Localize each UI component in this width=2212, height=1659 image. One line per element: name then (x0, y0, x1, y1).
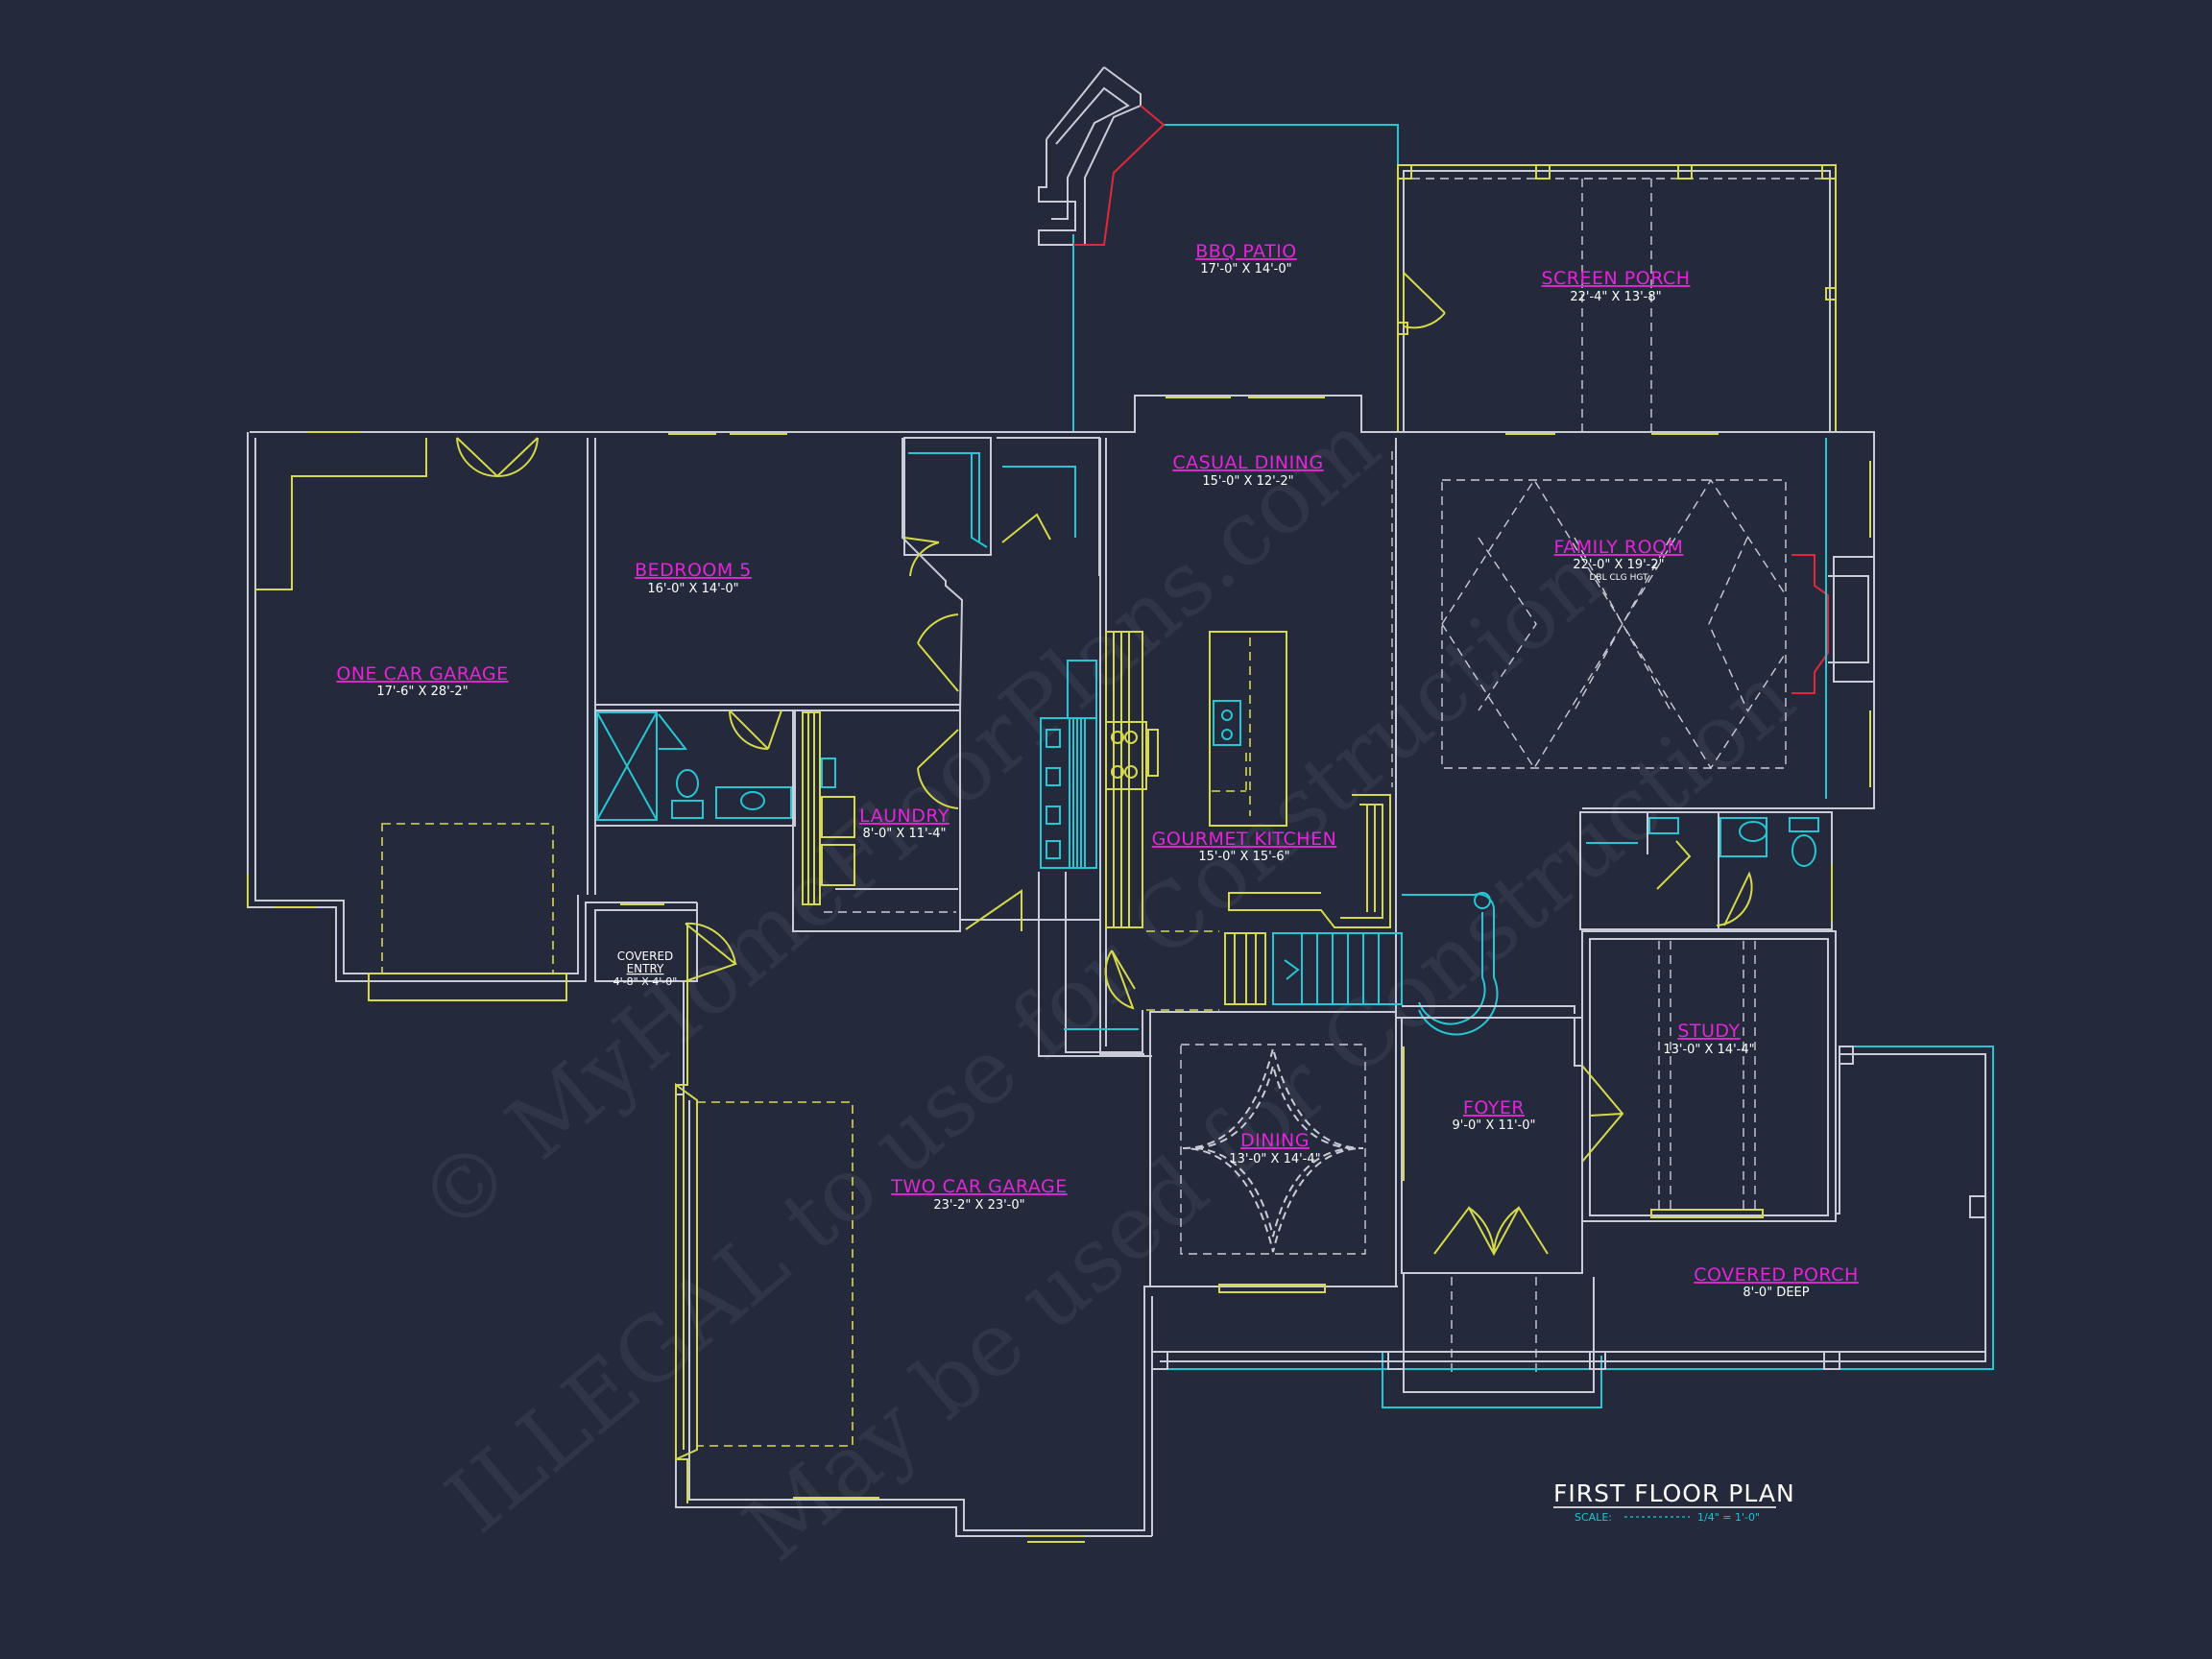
bbq-patio-name: BBQ PATIO (1195, 241, 1297, 262)
covered-porch-name: COVERED PORCH (1694, 1264, 1859, 1286)
foyer-name: FOYER (1463, 1097, 1525, 1118)
family-room-dim: 22'-0" X 19'-2" (1573, 558, 1664, 572)
covered-porch (1151, 1046, 1994, 1370)
family-room-name: FAMILY ROOM (1554, 537, 1684, 558)
dining-dim: 13'-0" X 14'-4" (1229, 1152, 1320, 1166)
bbq-patio-area (1038, 66, 1399, 432)
study (1581, 864, 1837, 1222)
covered-entry-dim: 4'-8" X 4'-0" (613, 975, 678, 988)
screen-porch-name: SCREEN PORCH (1541, 268, 1690, 289)
gourmet-kitchen (1040, 438, 1391, 1055)
closets (903, 437, 1100, 577)
one-car-garage (247, 431, 596, 1001)
one-car-garage-dim: 17'-6" X 28'-2" (376, 685, 468, 699)
one-car-garage-name: ONE CAR GARAGE (336, 663, 508, 685)
screen-porch-dim: 22'-4" X 13'-8" (1570, 290, 1661, 304)
family-room (1441, 433, 1874, 799)
scale-label: SCALE: (1575, 1511, 1612, 1524)
family-room-note: DBL CLG HGT (1589, 573, 1648, 583)
casual-dining (1166, 397, 1397, 1018)
plan-title: FIRST FLOOR PLAN (1553, 1479, 1795, 1507)
two-car-garage (675, 924, 1085, 1543)
casual-dining-dim: 15'-0" X 12'-2" (1202, 474, 1293, 489)
covered-entry-line1: COVERED (617, 950, 674, 963)
bedroom-5-name: BEDROOM 5 (635, 560, 752, 581)
gourmet-kitchen-name: GOURMET KITCHEN (1152, 829, 1337, 850)
covered-porch-dim: 8'-0" DEEP (1743, 1286, 1809, 1300)
dining-name: DINING (1240, 1130, 1310, 1151)
laundry-dim: 8'-0" X 11'-4" (862, 827, 946, 841)
covered-entry-line2: ENTRY (627, 962, 664, 975)
laundry (792, 613, 1022, 932)
two-car-garage-dim: 23'-2" X 23'-0" (933, 1198, 1024, 1213)
study-name: STUDY (1677, 1021, 1740, 1042)
covered-entry (594, 903, 738, 982)
bedroom-5-dim: 16'-0" X 14'-0" (647, 582, 738, 596)
gourmet-kitchen-dim: 15'-0" X 15'-6" (1198, 850, 1289, 864)
dining (1149, 1011, 1397, 1293)
foyer (1382, 1005, 1602, 1408)
study-dim: 13'-0" X 14'-4" (1663, 1043, 1754, 1057)
two-car-garage-name: TWO CAR GARAGE (890, 1176, 1067, 1197)
scale-value: 1/4" = 1'-0" (1697, 1511, 1760, 1524)
room-labels: BBQ PATIO 17'-0" X 14'-0" SCREEN PORCH 2… (336, 241, 1858, 1300)
laundry-name: LAUNDRY (859, 805, 950, 827)
bbq-patio-dim: 17'-0" X 14'-0" (1200, 262, 1291, 276)
title-block: FIRST FLOOR PLAN SCALE: 1/4" = 1'-0" (1553, 1479, 1795, 1524)
stair-area (1038, 872, 1499, 1057)
casual-dining-name: CASUAL DINING (1172, 452, 1323, 473)
foyer-dim: 9'-0" X 11'-0" (1452, 1118, 1535, 1133)
